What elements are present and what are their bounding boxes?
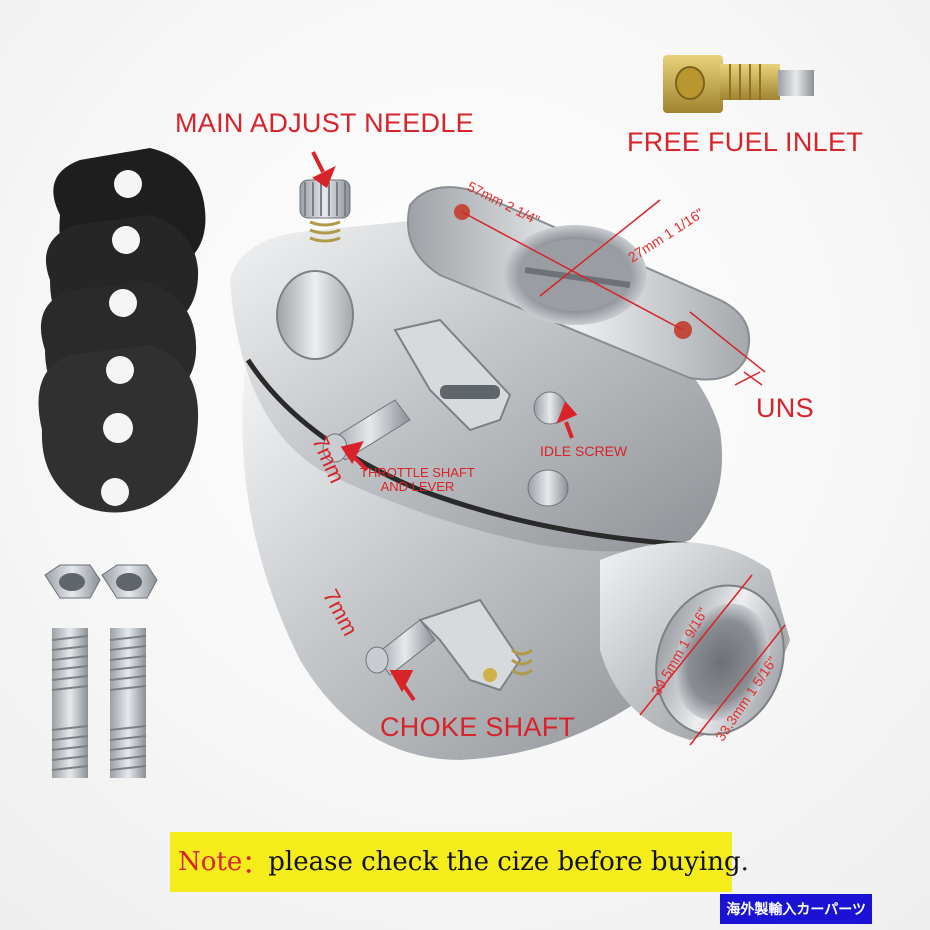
stud-bolts — [44, 564, 158, 778]
seller-watermark: 海外製輸入カーパーツ — [720, 894, 872, 924]
callout-arrows — [311, 151, 578, 702]
carburetor-body — [230, 179, 790, 760]
size-note-banner: Note：please check the cize before buying… — [170, 832, 749, 892]
throttle-shaft-label: THROTTLE SHAFT AND LEVER — [360, 466, 475, 494]
gasket-stack — [38, 148, 206, 513]
dimension-lines — [461, 199, 786, 746]
fuel-inlet-fitting — [663, 55, 814, 113]
free-fuel-inlet-label: FREE FUEL INLET — [627, 127, 864, 157]
note-text: please check the cize before buying. — [268, 847, 749, 877]
note-prefix: Note — [178, 847, 243, 877]
throttle-shaft-line1: THROTTLE SHAFT — [360, 465, 475, 480]
choke-shaft-label: CHOKE SHAFT — [380, 712, 576, 742]
idle-screw-label: IDLE SCREW — [540, 443, 628, 459]
main-adjust-needle-label: MAIN ADJUST NEEDLE — [175, 108, 474, 138]
note-separator: ： — [242, 849, 269, 880]
uns-label: UNS — [756, 393, 814, 423]
throttle-shaft-line2: AND LEVER — [380, 479, 455, 494]
